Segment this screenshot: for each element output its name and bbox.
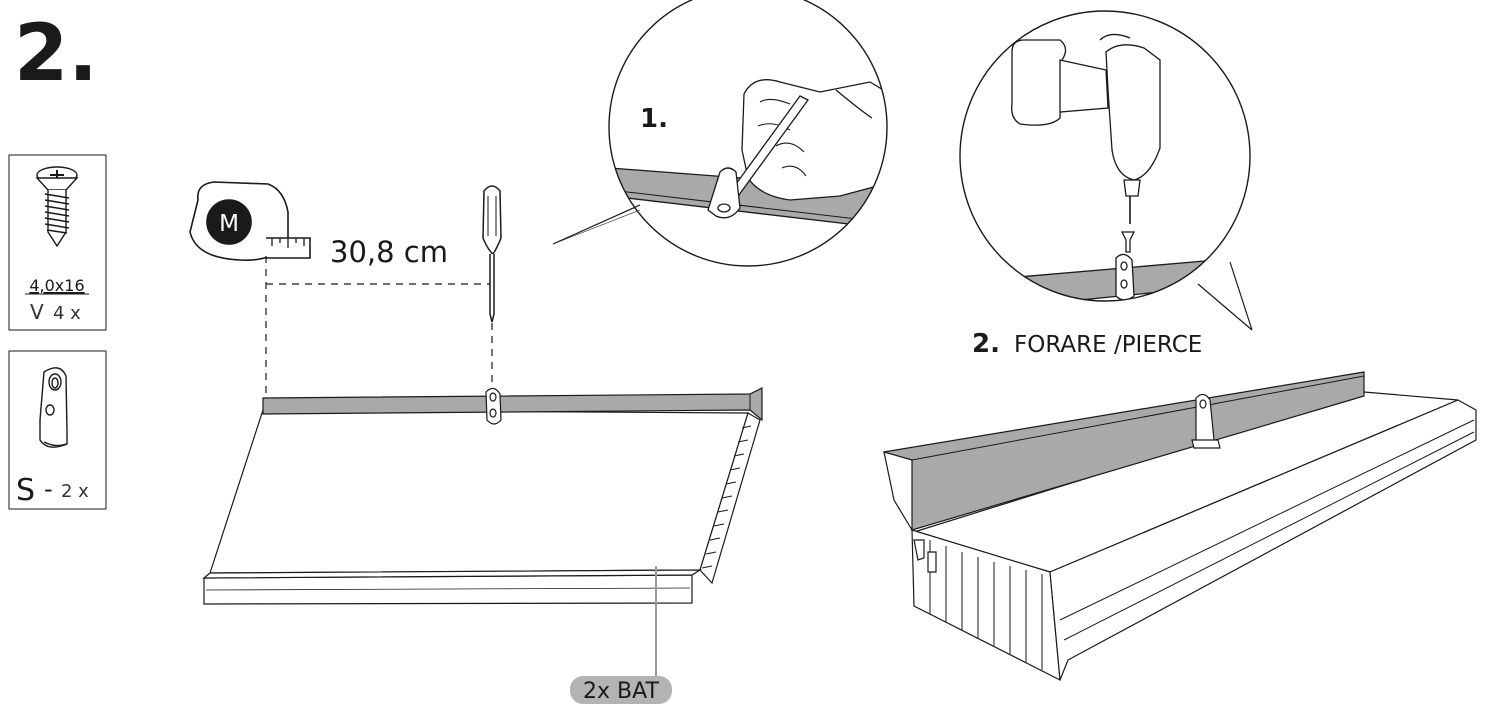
detail-circle-2: 2. FORARE /PIERCE (959, 10, 1253, 359)
mounting-bracket-icon (39, 367, 68, 448)
bat-callout: 2x BAT (570, 566, 672, 704)
detail-1-label: 1. (640, 104, 668, 134)
distance-label: 30,8 cm (330, 235, 448, 269)
blind-assembly-left (202, 387, 763, 605)
tape-measure-icon (189, 181, 311, 262)
screwdriver-icon (482, 185, 502, 323)
bracket-count-label: 2 x (61, 481, 89, 502)
countersunk-screw-icon (35, 166, 79, 248)
tape-letter: M (219, 211, 239, 237)
bat-callout-label: 2x BAT (583, 679, 659, 704)
detail-2-number: 2. (972, 329, 1000, 359)
screw-code-label: V (30, 300, 44, 324)
blind-assembly-right (883, 371, 1477, 682)
measurement-guides (265, 256, 493, 396)
step-number: 2. (14, 9, 98, 99)
screw-count-label: 4 x (53, 303, 81, 324)
bracket-part-box: S - 2 x (8, 350, 107, 510)
screw-size-label: 4,0x16 (29, 276, 84, 295)
mounted-bracket-left (485, 387, 502, 425)
screw-part-box: 4,0x16 V 4 x (8, 154, 107, 331)
bracket-separator: - (44, 475, 53, 503)
detail-circle-1: 1. (552, 0, 888, 267)
bracket-code-label: S (16, 473, 35, 508)
detail-2-label: FORARE /PIERCE (1014, 332, 1202, 358)
